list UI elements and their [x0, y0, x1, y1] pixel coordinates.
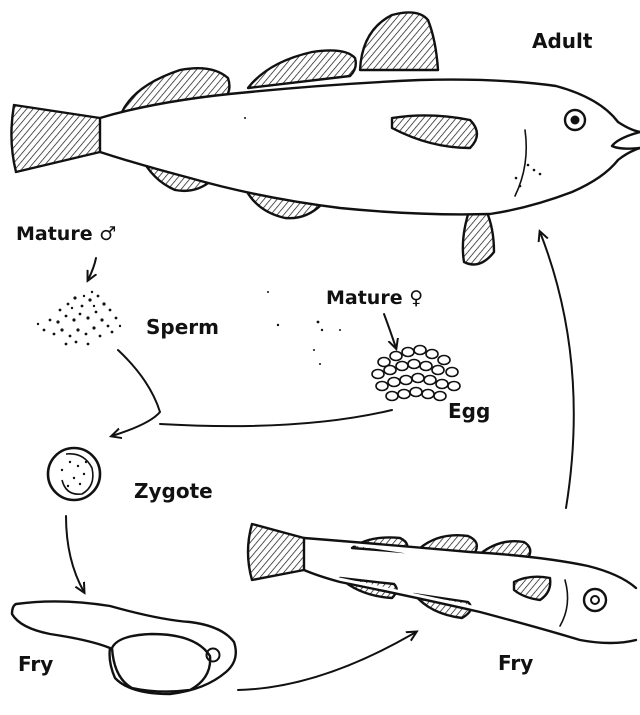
egg-cluster: [372, 346, 460, 401]
adult-dorsal-fin-2: [248, 50, 356, 88]
arrow-egg-to-zygote: [160, 410, 392, 426]
adult-tail-fin: [11, 105, 100, 172]
arrow-mature-female-to-egg: [384, 314, 396, 348]
label-sperm: Sperm: [146, 315, 219, 339]
adult-pectoral-fin: [392, 115, 477, 148]
juvenile-fry-body: [304, 538, 636, 643]
larval-fry-yolk-sac: [112, 634, 210, 692]
arrows: [66, 232, 574, 690]
label-mature-female: Mature ♀: [326, 287, 423, 309]
adult-pelvic-fin: [463, 208, 494, 264]
juvenile-fry-pectoral-fin: [514, 577, 550, 600]
label-fry-left: Fry: [18, 652, 53, 676]
larval-fry: [12, 601, 236, 694]
arrow-juvenile-to-adult: [540, 232, 574, 508]
arrow-zygote-to-larval-fry: [66, 516, 84, 592]
label-zygote: Zygote: [134, 479, 213, 503]
label-fry-right: Fry: [498, 651, 533, 675]
juvenile-fry-gill: [560, 580, 568, 626]
label-egg: Egg: [448, 399, 490, 423]
juvenile-fry-tail-fin: [248, 524, 304, 580]
arrow-sperm-to-zygote: [112, 350, 160, 436]
label-mature-male: Mature ♂: [16, 223, 116, 245]
juvenile-fry: [248, 524, 636, 643]
label-adult: Adult: [532, 29, 593, 53]
adult-mouth: [612, 132, 640, 149]
arrow-larval-fry-to-juvenile: [238, 632, 416, 690]
sperm-cluster: [37, 291, 121, 346]
adult-dorsal-fin-3: [360, 12, 438, 70]
adult-body: [100, 80, 640, 215]
juvenile-fry-eye: [584, 589, 606, 611]
arrow-mature-male-to-sperm: [88, 258, 96, 280]
zygote: [48, 448, 100, 500]
